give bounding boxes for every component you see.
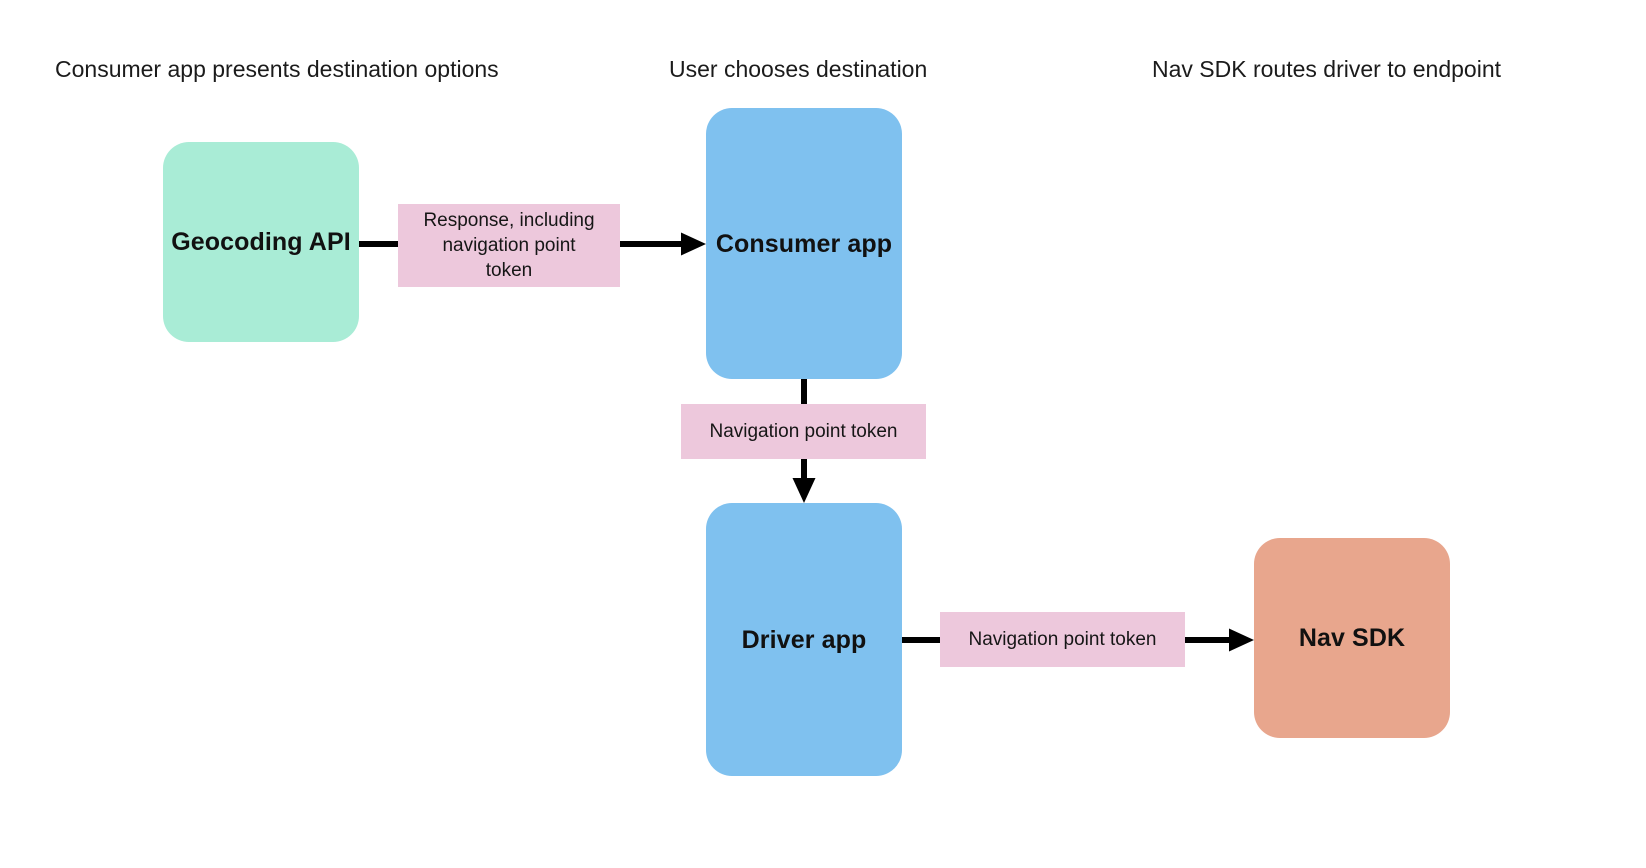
node-consumer-app: Consumer app: [706, 108, 902, 379]
edge-label-text: Response, including navigation point tok…: [423, 210, 595, 281]
column-header-navsdk: Nav SDK routes driver to endpoint: [1152, 56, 1502, 82]
edge-label-text: Navigation point token: [968, 629, 1157, 650]
edge-label-navigation-point-token-horizontal: Navigation point token: [940, 612, 1185, 667]
node-driver-app: Driver app: [706, 503, 902, 776]
edge-label-text: Navigation point token: [709, 421, 898, 442]
node-label: Geocoding API: [171, 228, 351, 256]
column-header-user: User chooses destination: [669, 56, 928, 82]
edge-label-response-including-navigation-point-token: Response, including navigation point tok…: [398, 204, 620, 287]
node-nav-sdk: Nav SDK: [1254, 538, 1450, 738]
node-geocoding-api: Geocoding API: [163, 142, 359, 342]
node-label: Nav SDK: [1298, 624, 1406, 652]
edge-label-navigation-point-token-vertical: Navigation point token: [681, 404, 926, 459]
node-label: Driver app: [741, 625, 867, 654]
column-header-consumer: Consumer app presents destination option…: [55, 56, 499, 82]
node-label: Consumer app: [715, 229, 893, 258]
